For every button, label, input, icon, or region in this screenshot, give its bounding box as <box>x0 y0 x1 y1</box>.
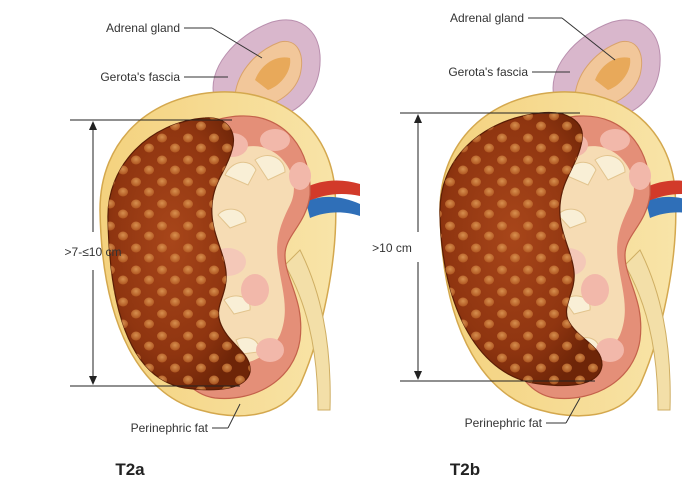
gerotas-fascia-label: Gerota's fascia <box>100 70 180 84</box>
perinephric-fat-label: Perinephric fat <box>465 416 543 430</box>
size-label: >7-≤10 cm <box>65 245 122 259</box>
panel-t2b: >10 cm Adrenal gland Gerota's fascia Per… <box>372 11 682 479</box>
stage-title-t2a: T2a <box>115 460 145 479</box>
stage-title-t2b: T2b <box>450 460 480 479</box>
panel-t2a: >7-≤10 cm Adrenal gland Gerota's fascia … <box>65 20 360 479</box>
perinephric-fat-label: Perinephric fat <box>131 421 209 435</box>
gerotas-fascia-label: Gerota's fascia <box>448 65 528 79</box>
adrenal-gland-label: Adrenal gland <box>106 21 180 35</box>
size-label: >10 cm <box>372 241 412 255</box>
adrenal-gland-label: Adrenal gland <box>450 11 524 25</box>
